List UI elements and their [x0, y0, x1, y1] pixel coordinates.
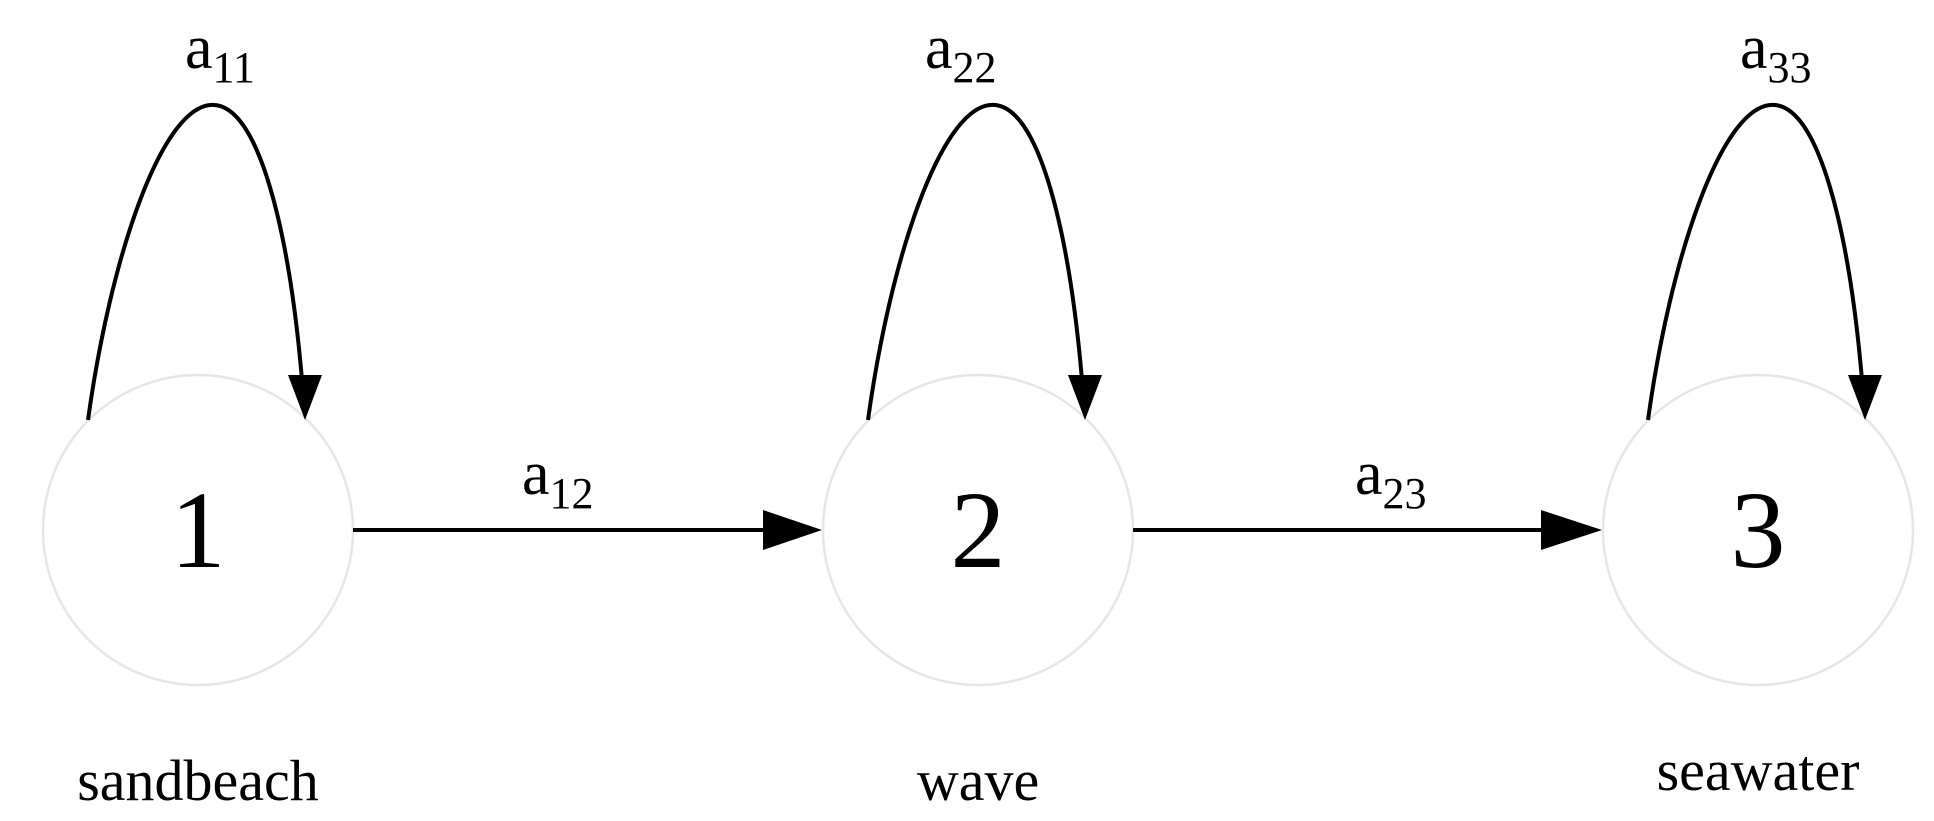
transition-2-3-arrowhead: [1541, 510, 1602, 550]
edge-label-a23: a23: [1355, 440, 1427, 518]
node-3-caption: seawater: [1657, 738, 1860, 803]
self-loop-edge-3: a33: [1646, 14, 1882, 421]
edge-label-a33: a33: [1740, 14, 1812, 92]
node-3-circle: [1601, 373, 1915, 687]
node-2-label: 2: [951, 469, 1006, 591]
self-loop-3-path: [1646, 102, 1864, 421]
self-loop-2-arrowhead: [1068, 375, 1102, 420]
node-1-caption: sandbeach: [77, 748, 319, 813]
self-loop-edge-2: a22: [866, 14, 1102, 421]
transition-edge-1-2: a12: [353, 440, 822, 550]
self-loop-1-path: [86, 102, 304, 421]
self-loop-edge-1: a11: [86, 14, 322, 421]
self-loop-3-arrowhead: [1848, 375, 1882, 420]
node-2-caption: wave: [917, 748, 1039, 813]
transition-edge-2-3: a23: [1133, 440, 1602, 550]
edge-label-a12: a12: [522, 440, 594, 518]
node-1-label: 1: [171, 469, 226, 591]
transition-1-2-arrowhead: [763, 510, 822, 550]
node-3-label: 3: [1731, 469, 1786, 591]
state-node-1: 1: [41, 373, 355, 687]
state-node-3: 3: [1601, 373, 1915, 687]
state-node-2: 2: [821, 373, 1135, 687]
self-loop-1-arrowhead: [288, 375, 322, 420]
self-loop-2-path: [866, 102, 1084, 421]
edge-label-a11: a11: [185, 14, 255, 92]
edge-label-a22: a22: [925, 14, 997, 92]
